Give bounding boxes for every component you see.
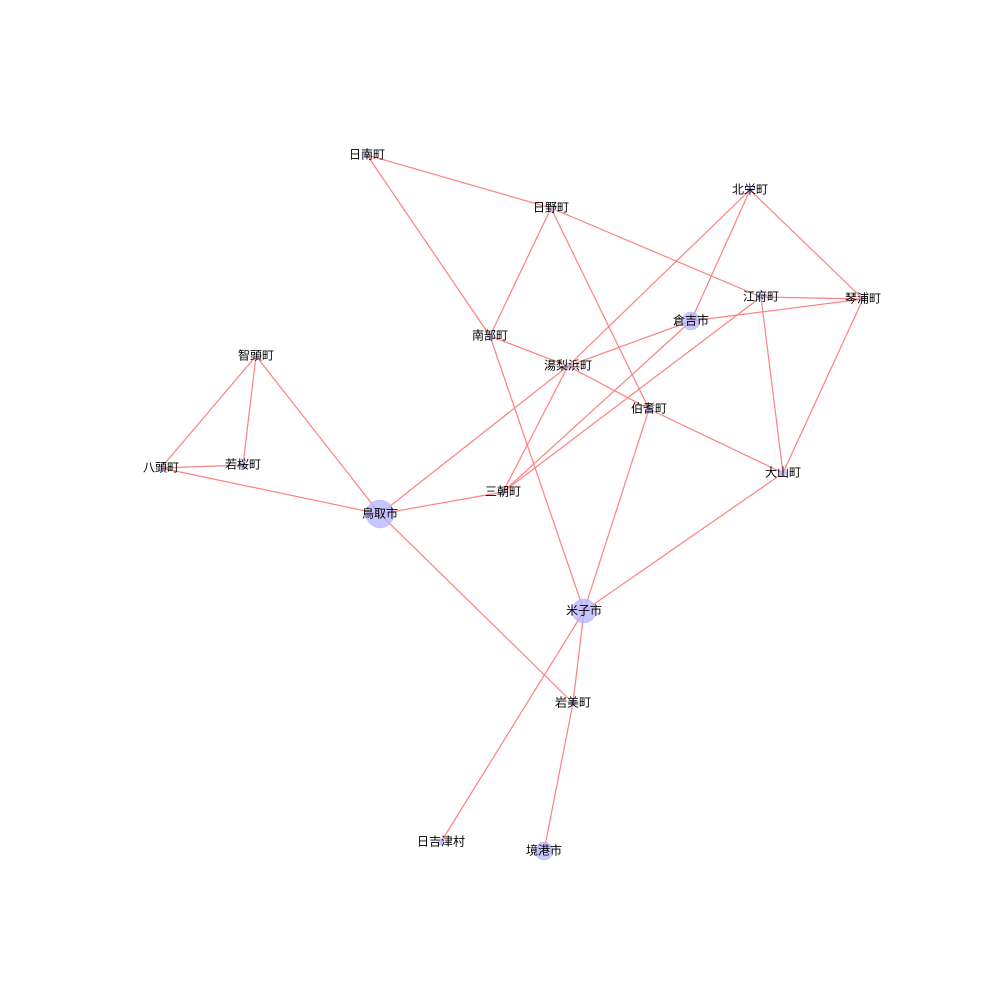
node-hoki <box>645 405 653 413</box>
edge-daisen-yonago <box>583 472 784 612</box>
node-iwami <box>569 699 577 707</box>
node-daisen <box>779 469 787 477</box>
node-sakaiminato <box>534 841 554 861</box>
edge-hokuei-kurayoshi <box>690 189 751 322</box>
node-kotoura <box>859 295 867 303</box>
node-label-yazu: 八頭町 <box>143 461 179 475</box>
edge-kofu-daisen <box>760 296 784 474</box>
edge-chizu-wakasa <box>242 355 257 466</box>
node-label-wakasa: 若桜町 <box>225 458 261 472</box>
edge-hokuei-kotoura <box>749 189 864 300</box>
node-label-kotoura: 琴浦町 <box>845 292 881 306</box>
edge-kurayoshi-kotoura <box>690 298 864 322</box>
edge-kofu-misasa <box>502 296 762 493</box>
edge-hoki-yonago <box>583 408 650 612</box>
node-label-hino: 日野町 <box>533 201 569 215</box>
node-kurayoshi <box>681 311 701 331</box>
node-label-iwami: 岩美町 <box>555 695 591 710</box>
edge-hino-hoki <box>550 207 650 410</box>
edge-layer <box>160 154 864 852</box>
edge-kurayoshi-yurihama <box>567 320 692 367</box>
node-yurihama <box>564 362 572 370</box>
edge-nichinan-nanbu <box>366 154 491 337</box>
node-wakasa <box>239 461 247 469</box>
node-label-tottori: 鳥取市 <box>362 506 398 521</box>
node-label-misasa: 三朝町 <box>485 485 521 499</box>
edge-yurihama-hoki <box>567 365 650 410</box>
edge-hino-nanbu <box>489 207 552 337</box>
edge-tottori-misasa <box>379 491 504 515</box>
edge-nanbu-yurihama <box>489 335 569 367</box>
edge-misasa-yurihama <box>502 365 569 493</box>
node-yonago <box>571 598 597 624</box>
node-label-nichinan: 日南町 <box>349 147 385 162</box>
node-label-nanbu: 南部町 <box>472 328 508 343</box>
edge-kofu-kotoura <box>760 296 864 300</box>
node-chizu <box>252 352 260 360</box>
node-hiezu <box>437 838 445 846</box>
node-label-daisen: 大山町 <box>765 466 801 480</box>
node-label-sakaiminato: 境港市 <box>526 843 562 858</box>
edge-hino-kofu <box>550 207 762 298</box>
node-hino <box>547 204 555 212</box>
node-tottori <box>365 499 395 529</box>
edge-chizu-yazu <box>160 355 257 469</box>
edge-hoki-daisen <box>648 408 784 474</box>
edge-kotoura-daisen <box>782 298 864 474</box>
edge-yurihama-tottori <box>379 365 569 515</box>
node-label-chizu: 智頭町 <box>238 348 274 363</box>
edge-chizu-tottori <box>255 355 381 515</box>
node-nanbu <box>486 332 494 340</box>
node-label-yurihama: 湯梨浜町 <box>544 359 592 373</box>
edge-nichinan-hino <box>366 154 552 209</box>
edge-yazu-wakasa <box>160 464 244 469</box>
edge-nanbu-yonago <box>489 335 585 612</box>
node-kofu <box>757 293 765 301</box>
edge-misasa-kurayoshi <box>502 320 692 493</box>
edge-yonago-iwami <box>572 610 585 704</box>
edge-yonago-hiezu <box>440 610 585 843</box>
node-nichinan <box>363 151 371 159</box>
edge-tottori-iwami <box>379 513 574 704</box>
node-yazu <box>157 464 165 472</box>
node-hokuei <box>746 186 754 194</box>
edge-yazu-tottori <box>160 467 381 515</box>
node-layer <box>157 151 867 861</box>
edge-iwami-sakaiminato <box>543 702 574 852</box>
node-label-yonago: 米子市 <box>566 603 602 618</box>
edge-hokuei-yurihama <box>567 189 751 367</box>
node-label-kofu: 江府町 <box>743 289 779 304</box>
node-misasa <box>499 488 507 496</box>
node-label-hokuei: 北栄町 <box>732 183 768 197</box>
node-label-hiezu: 日吉津村 <box>417 835 465 849</box>
node-label-kurayoshi: 倉吉市 <box>673 313 709 328</box>
node-label-hoki: 伯耆町 <box>631 401 667 416</box>
